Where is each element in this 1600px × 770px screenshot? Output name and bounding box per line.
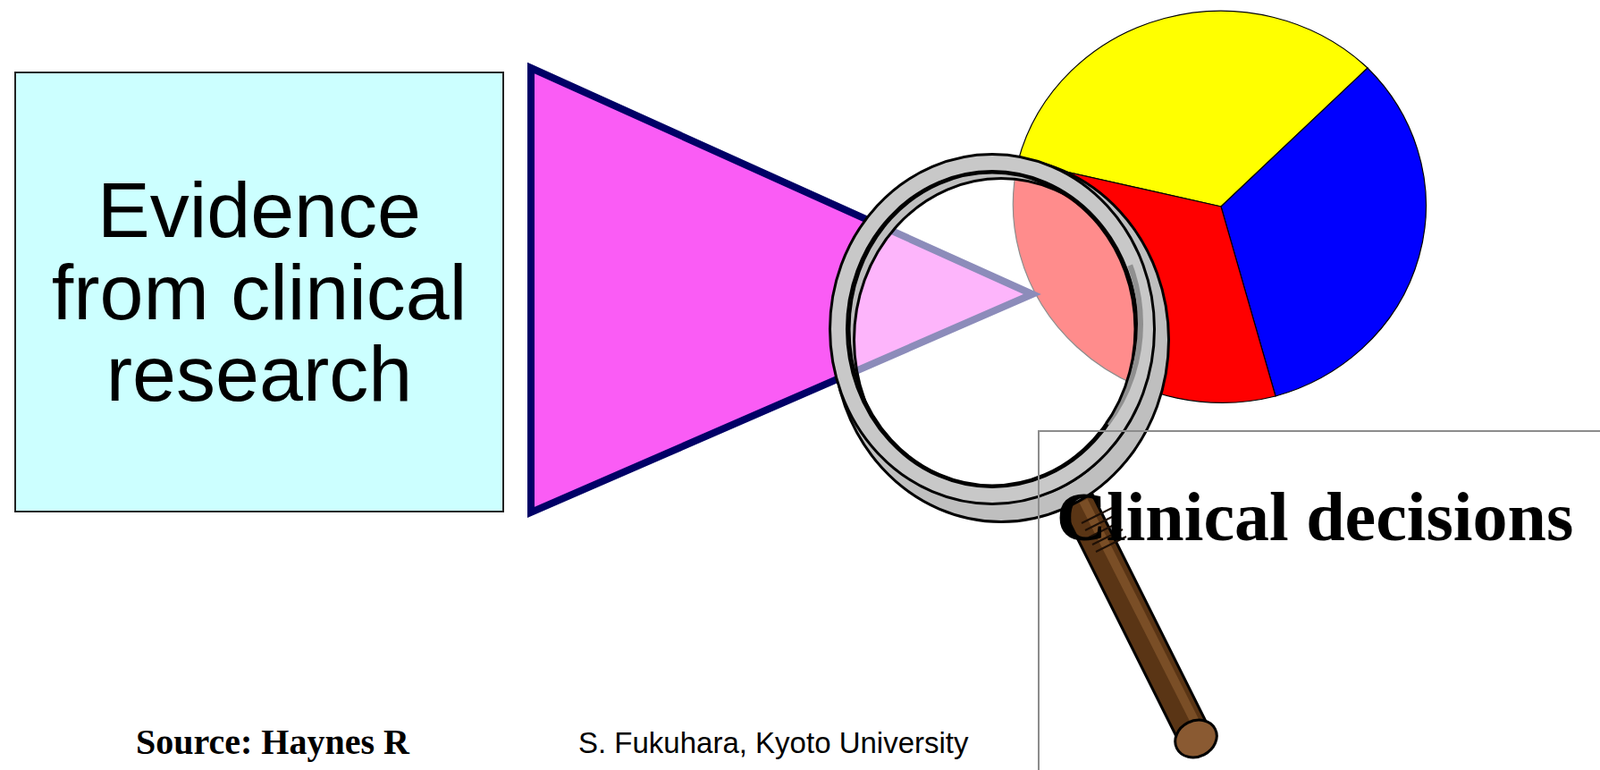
magnifier-ring [838,162,1159,512]
evidence-box: Evidence from clinical research [14,71,505,513]
decision-box: Clinical decisions [1037,429,1600,770]
author-credit: S. Fukuhara, Kyoto University [578,725,969,760]
node-label: Evidence from clinical research [28,168,490,415]
node-label: Clinical decisions [1056,472,1575,561]
source-note: Source: Haynes R [135,720,410,763]
